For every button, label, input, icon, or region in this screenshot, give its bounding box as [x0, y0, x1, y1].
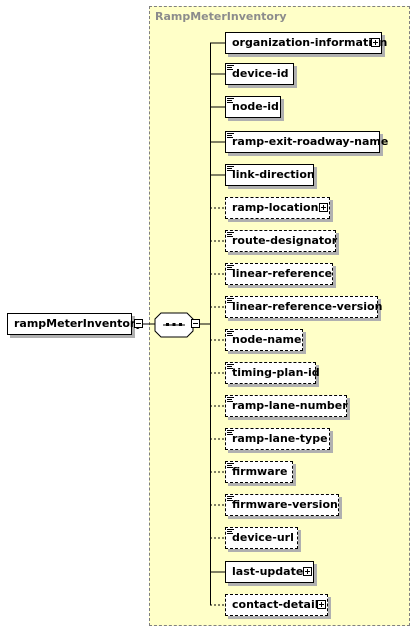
simple-type-icon: [227, 98, 234, 103]
element-node-name[interactable]: node-name: [225, 329, 303, 351]
group-title: RampMeterInventory: [155, 10, 287, 23]
element-label: node-name: [232, 333, 302, 346]
simple-type-icon: [227, 430, 234, 435]
element-linear-reference-version[interactable]: linear-reference-version: [225, 296, 382, 318]
element-label: organization-information: [232, 36, 388, 49]
element-label: ramp-lane-type: [232, 432, 328, 445]
element-ramp-location[interactable]: ramp-location: [225, 197, 330, 219]
element-label: firmware-version: [232, 498, 338, 511]
element-ramp-lane-number[interactable]: ramp-lane-number: [225, 395, 348, 417]
element-ramp-exit-roadway-name[interactable]: ramp-exit-roadway-name: [225, 131, 388, 153]
simple-type-icon: [227, 364, 234, 369]
element-device-url[interactable]: device-url: [225, 527, 298, 549]
expand-icon[interactable]: [319, 203, 328, 212]
element-device-id[interactable]: device-id: [225, 63, 294, 85]
element-route-designator[interactable]: route-designator: [225, 230, 338, 252]
element-label: linear-reference-version: [232, 300, 383, 313]
root-element-label: rampMeterInventory: [14, 317, 143, 330]
element-label: route-designator: [232, 234, 338, 247]
simple-type-icon: [227, 298, 234, 303]
element-organization-information[interactable]: organization-information: [225, 32, 387, 54]
element-ramp-lane-type[interactable]: ramp-lane-type: [225, 428, 330, 450]
element-firmware[interactable]: firmware: [225, 461, 293, 483]
element-label: firmware: [232, 465, 288, 478]
element-contact-details[interactable]: contact-details: [225, 594, 328, 616]
simple-type-icon: [227, 65, 234, 70]
expand-icon[interactable]: [317, 600, 326, 609]
element-label: ramp-location: [232, 201, 319, 214]
expand-icon[interactable]: [303, 567, 312, 576]
element-node-id[interactable]: node-id: [225, 96, 281, 118]
element-label: last-update: [232, 565, 304, 578]
simple-type-icon: [227, 166, 234, 171]
element-label: contact-details: [232, 598, 326, 611]
element-firmware-version[interactable]: firmware-version: [225, 494, 339, 516]
collapse-icon[interactable]: [134, 319, 143, 328]
element-timing-plan-id[interactable]: timing-plan-id: [225, 362, 320, 384]
element-label: device-id: [232, 67, 289, 80]
element-linear-reference[interactable]: linear-reference: [225, 263, 333, 285]
sequence-collapse-icon[interactable]: [191, 319, 200, 328]
element-label: linear-reference: [232, 267, 333, 280]
simple-type-icon: [227, 496, 234, 501]
element-label: device-url: [232, 531, 294, 544]
element-label: node-id: [232, 100, 279, 113]
simple-type-icon: [227, 331, 234, 336]
element-link-direction[interactable]: link-direction: [225, 164, 315, 186]
simple-type-icon: [227, 133, 234, 138]
simple-type-icon: [227, 397, 234, 402]
simple-type-icon: [227, 529, 234, 534]
element-label: ramp-exit-roadway-name: [232, 135, 389, 148]
simple-type-icon: [227, 232, 234, 237]
expand-icon[interactable]: [371, 38, 380, 47]
simple-type-icon: [227, 463, 234, 468]
simple-type-icon: [227, 265, 234, 270]
sequence-compositor-icon: [154, 312, 194, 338]
element-label: link-direction: [232, 168, 315, 181]
root-element-rampmeterinventory[interactable]: rampMeterInventory: [7, 313, 143, 335]
element-label: timing-plan-id: [232, 366, 320, 379]
element-label: ramp-lane-number: [232, 399, 348, 412]
element-last-update[interactable]: last-update: [225, 561, 314, 583]
